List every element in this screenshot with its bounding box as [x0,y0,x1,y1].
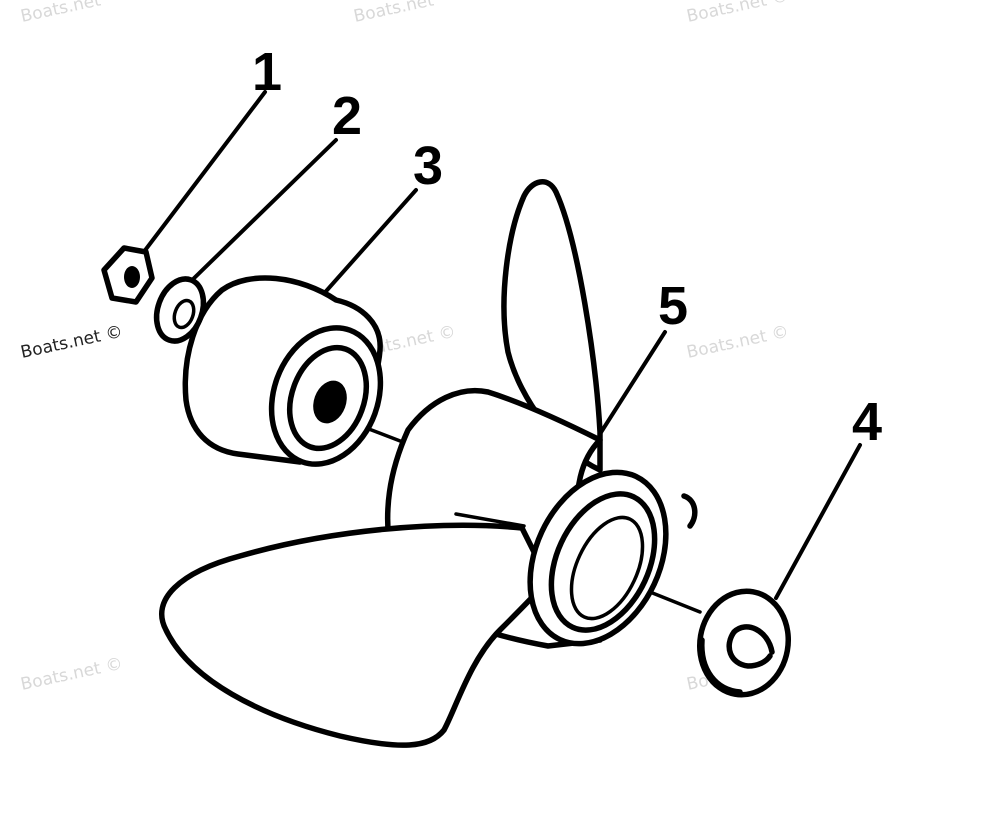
spacer-face-ring [287,344,369,452]
leader-line-1 [141,90,267,255]
watermark: Boats.net © [685,0,791,27]
leader-lines [141,90,862,600]
nut [101,245,155,305]
thrust-washer-outer [696,588,792,698]
leader-line-4 [774,443,862,600]
propeller [159,179,698,748]
part-labels: 1 2 3 4 5 [252,42,882,452]
part-number-5: 5 [658,276,688,336]
nut-hole [124,266,140,288]
spacer [182,275,384,467]
propeller-blade-bottom [159,522,551,748]
thrust-washer [696,588,792,698]
watermark: Boats.net © [685,322,791,363]
propeller-flange-rim [548,491,658,633]
thrust-washer-hole [726,624,775,669]
leader-line-2 [184,138,338,288]
spacer-bore [313,380,347,424]
watermark: Boats.net [19,0,103,27]
washer-outer [153,276,207,344]
propeller-bore [569,515,645,621]
leader-line-3 [318,188,418,300]
thrust-washer-edge [699,637,743,695]
part-number-1: 1 [252,42,282,102]
part-number-3: 3 [413,136,443,196]
part-number-2: 2 [332,86,362,146]
watermark: Boats.net © [19,654,125,695]
blade-root-line [454,512,526,528]
propeller-flange-nub [681,493,698,529]
watermark: Boats.net [352,0,436,27]
leader-line-5 [596,330,667,439]
watermark: Boats.net © [19,322,125,363]
part-number-4: 4 [852,392,882,452]
washer-hole [172,298,196,330]
washer [153,276,207,344]
